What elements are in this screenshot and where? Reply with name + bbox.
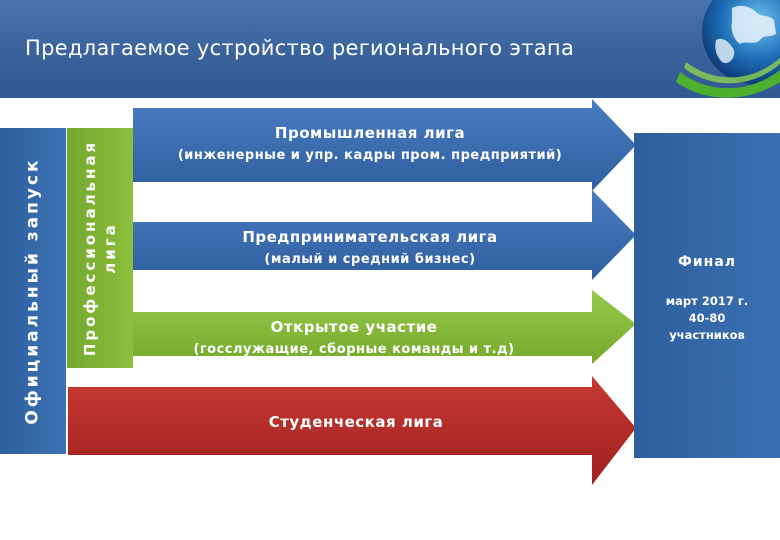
student-league-title: Студенческая лига (140, 413, 572, 431)
final-box: Финал март 2017 г. 40-80 участников (634, 133, 780, 458)
entrepreneur-league-title: Предпринимательская лига (150, 228, 590, 246)
open-participation-title: Открытое участие (136, 318, 572, 336)
open-participation-text: Открытое участие (госслужащие, сборные к… (136, 318, 572, 357)
student-league-text: Студенческая лига (140, 413, 572, 431)
industrial-league-text: Промышленная лига (инженерные и упр. кад… (150, 124, 590, 182)
final-date: март 2017 г. (666, 294, 748, 308)
final-title: Финал (634, 254, 780, 270)
open-participation-subtitle: (госслужащие, сборные команды и т.д) (136, 342, 572, 357)
industrial-league-subtitle: (инженерные и упр. кадры пром. предприят… (150, 148, 590, 163)
final-description: март 2017 г. 40-80 участников (652, 293, 762, 344)
entrepreneur-league-text: Предпринимательская лига (малый и средни… (150, 228, 590, 267)
final-participant-range: 40-80 (689, 311, 726, 325)
entrepreneur-league-subtitle: (малый и средний бизнес) (150, 252, 590, 267)
final-participants-word: участников (669, 328, 745, 342)
industrial-league-title: Промышленная лига (150, 124, 590, 142)
